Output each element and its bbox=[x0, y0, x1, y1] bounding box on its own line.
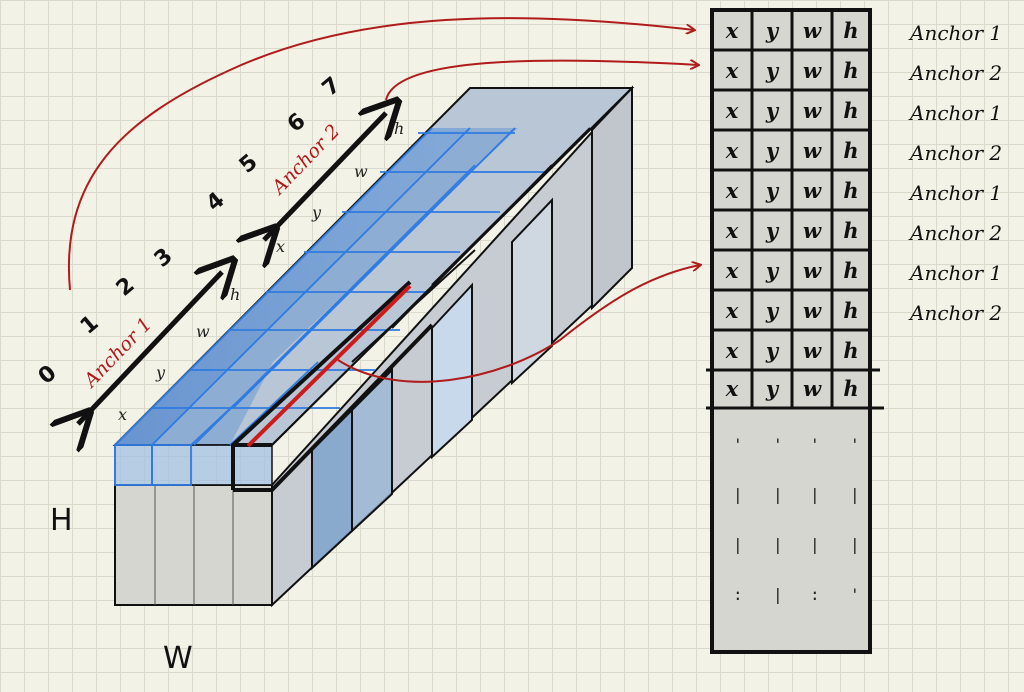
svg-text:|: | bbox=[773, 585, 783, 604]
component-h: h bbox=[230, 285, 240, 304]
anchor-row-label: Anchor 1 bbox=[908, 181, 1002, 205]
table-cell: x bbox=[725, 298, 739, 323]
table-cell: x bbox=[725, 178, 739, 203]
table-cell: h bbox=[843, 58, 858, 83]
svg-text:|: | bbox=[850, 535, 860, 554]
table-column-lines bbox=[750, 10, 834, 408]
svg-text:|: | bbox=[773, 535, 783, 554]
channel-number: 6 bbox=[283, 109, 311, 138]
channel-number: 1 bbox=[76, 311, 104, 340]
table-cell: y bbox=[765, 178, 780, 203]
table-cell: h bbox=[843, 178, 858, 203]
table-cell: h bbox=[843, 338, 858, 363]
anchor-2-label: Anchor 2 bbox=[266, 120, 344, 200]
table-cell: y bbox=[765, 58, 780, 83]
table-cell: w bbox=[803, 218, 822, 243]
table-cell: h bbox=[843, 98, 858, 123]
channel-number: 7 bbox=[318, 73, 346, 102]
anchor-row-labels: Anchor 1 Anchor 2 Anchor 1 Anchor 2 Anchor 1… bbox=[908, 21, 1002, 325]
table-cell: y bbox=[765, 298, 780, 323]
channel-number: 2 bbox=[112, 273, 140, 302]
table-cell: h bbox=[843, 298, 858, 323]
table-cell: x bbox=[725, 338, 739, 363]
table-cell: x bbox=[725, 18, 739, 43]
svg-text::: : bbox=[733, 585, 743, 604]
table-cell: x bbox=[725, 218, 739, 243]
component-x: x bbox=[276, 237, 285, 256]
component-w: w bbox=[354, 162, 368, 181]
table-cell: h bbox=[843, 18, 858, 43]
table-cell: w bbox=[803, 138, 822, 163]
svg-text:|: | bbox=[773, 485, 783, 504]
component-h: h bbox=[394, 119, 404, 138]
arrow-anchor2-to-row2 bbox=[385, 61, 698, 101]
anchor-row-label: Anchor 1 bbox=[908, 21, 1002, 45]
arrow-column-to-row7 bbox=[337, 265, 700, 383]
anchor-row-label: Anchor 1 bbox=[908, 261, 1002, 285]
feature-map-block bbox=[112, 85, 635, 608]
table-cell: w bbox=[803, 178, 822, 203]
svg-text::: : bbox=[810, 585, 820, 604]
svg-text:|: | bbox=[733, 485, 743, 504]
front-top-strip bbox=[114, 444, 273, 486]
anchor-row-label: Anchor 2 bbox=[908, 221, 1002, 245]
table-cell: h bbox=[843, 138, 858, 163]
arrow-anchor1-to-row1 bbox=[67, 17, 694, 291]
channel-number: 5 bbox=[235, 150, 263, 179]
width-label: W bbox=[163, 641, 193, 676]
table-cell: w bbox=[803, 98, 822, 123]
anchor-row-label: Anchor 1 bbox=[908, 101, 1002, 125]
table-cell: y bbox=[765, 218, 780, 243]
table-cell: x bbox=[725, 138, 739, 163]
table-cell: w bbox=[803, 376, 822, 401]
table-cell: h bbox=[843, 376, 858, 401]
svg-text:': ' bbox=[850, 435, 860, 454]
table-cell: y bbox=[765, 338, 780, 363]
table-cell: w bbox=[803, 338, 822, 363]
svg-text:|: | bbox=[850, 485, 860, 504]
table-cell: h bbox=[843, 218, 858, 243]
table-cell: y bbox=[765, 98, 780, 123]
svg-text:': ' bbox=[850, 585, 860, 604]
red-column-marker bbox=[246, 284, 412, 448]
anchor-row-label: Anchor 2 bbox=[908, 141, 1002, 165]
svg-text:': ' bbox=[810, 435, 820, 454]
table-cell: h bbox=[843, 258, 858, 283]
table-continuation: ' ' ' ' | | | | | | | | : |: ' bbox=[733, 435, 860, 604]
table-cell: w bbox=[803, 58, 822, 83]
table-cell: y bbox=[765, 258, 780, 283]
height-label: H bbox=[50, 503, 73, 538]
svg-text:|: | bbox=[733, 535, 743, 554]
component-y: y bbox=[155, 363, 166, 382]
table-cell: x bbox=[725, 98, 739, 123]
table-cell: y bbox=[765, 138, 780, 163]
table-cell: x bbox=[725, 58, 739, 83]
table-cell: y bbox=[765, 376, 780, 401]
svg-text:|: | bbox=[810, 485, 820, 504]
front-face-grid bbox=[154, 485, 234, 605]
channel-number: 4 bbox=[202, 188, 230, 217]
table-cell: x bbox=[725, 258, 739, 283]
component-w: w bbox=[196, 322, 210, 341]
table-cell: w bbox=[803, 258, 822, 283]
svg-text:|: | bbox=[810, 535, 820, 554]
table-cell: x bbox=[725, 376, 739, 401]
component-y: y bbox=[311, 203, 322, 222]
svg-text:': ' bbox=[773, 435, 783, 454]
red-mapping-arrows bbox=[67, 17, 700, 383]
channel-number: 3 bbox=[150, 244, 178, 273]
table-cell: w bbox=[803, 298, 822, 323]
right-face-bands bbox=[271, 85, 633, 605]
table-cell: y bbox=[765, 18, 780, 43]
svg-text:': ' bbox=[733, 435, 743, 454]
anchor-row-label: Anchor 2 bbox=[908, 301, 1002, 325]
top-face-edges bbox=[271, 87, 633, 446]
anchor-row-label: Anchor 2 bbox=[908, 61, 1002, 85]
channel-number: 0 bbox=[34, 361, 62, 390]
table-cell: w bbox=[803, 18, 822, 43]
component-x: x bbox=[118, 405, 127, 424]
